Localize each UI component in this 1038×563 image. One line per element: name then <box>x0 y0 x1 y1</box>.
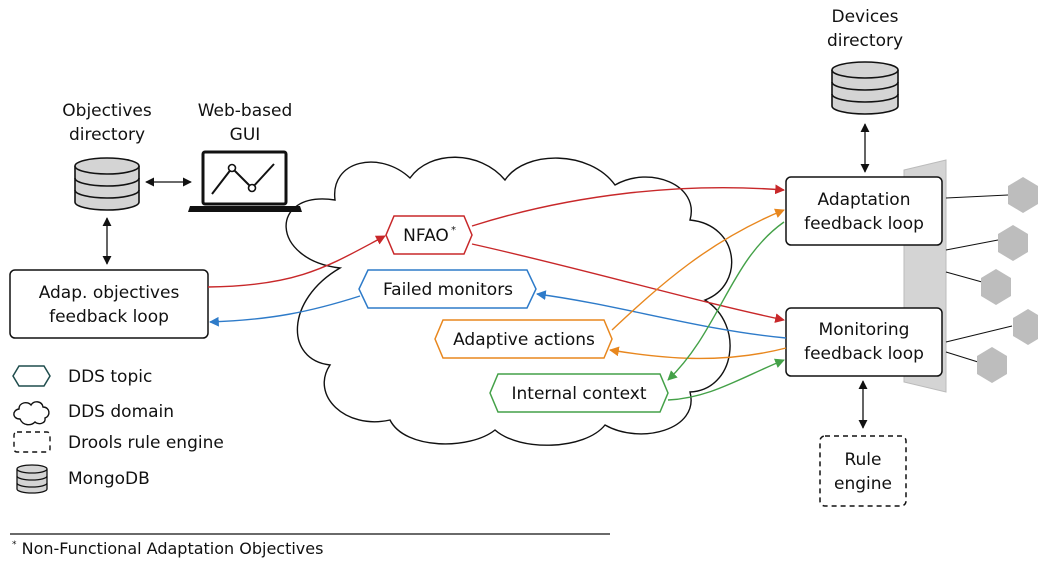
topic-adaptive-actions: Adaptive actions <box>434 319 613 359</box>
device-hexagons <box>977 177 1038 383</box>
topic-adaptive-actions-label: Adaptive actions <box>453 330 595 350</box>
dds-domain-legend-icon <box>13 401 50 426</box>
devices-directory-label-2: directory <box>827 31 903 51</box>
topic-nfao-label: NFAO <box>403 226 449 246</box>
orange-arrow-adaptive-to-adaptation <box>611 208 785 331</box>
adaptation-loop-label-2: feedback loop <box>804 214 924 234</box>
device-hexagon-icon <box>1008 177 1038 213</box>
black-connectors <box>102 123 870 429</box>
mongodb-legend-icon <box>16 464 48 494</box>
devices-directory-label-1: Devices <box>832 7 899 27</box>
blue-arrow-failed-to-adap <box>209 295 361 327</box>
topic-nfao-marker: * <box>451 225 456 236</box>
rule-engine-label-1: Rule <box>844 450 881 470</box>
red-arrow-nfao-to-monitoring <box>471 243 785 323</box>
orange-arrow-monitoring-to-adaptive <box>609 346 787 360</box>
device-hexagon-icon <box>981 269 1011 305</box>
topic-flows <box>207 184 787 401</box>
monitoring-loop-box <box>785 307 943 377</box>
adaptation-loop-box <box>785 176 943 246</box>
monitoring-loop-label-1: Monitoring <box>819 320 910 340</box>
device-hexagon-icon <box>977 347 1007 383</box>
legend-dds-topic: DDS topic <box>68 367 152 387</box>
rule-engine-label-2: engine <box>834 474 892 494</box>
footnote-text: Non-Functional Adaptation Objectives <box>21 539 324 558</box>
topic-failed-monitors: Failed monitors <box>358 269 537 309</box>
rule-engine-box <box>819 435 907 507</box>
adap-objectives-loop-label-2: feedback loop <box>49 307 169 327</box>
devices-directory-database-icon <box>831 61 899 115</box>
green-arrow-internal-to-monitoring <box>667 358 785 401</box>
legend: DDS topic DDS domain Drools rule engine … <box>12 365 224 494</box>
topic-internal-context-label: Internal context <box>512 384 647 404</box>
adap-objectives-loop-label-1: Adap. objectives <box>39 283 180 303</box>
topic-internal-context: Internal context <box>489 373 669 413</box>
footnote-marker: * <box>12 540 17 550</box>
blue-arrow-monitoring-to-failed <box>536 290 787 339</box>
laptop-chart-icon <box>188 150 302 212</box>
topic-nfao: NFAO * <box>385 215 473 255</box>
topic-failed-monitors-label: Failed monitors <box>383 280 513 300</box>
objectives-directory-label-2: directory <box>69 125 145 145</box>
drools-legend-icon <box>13 431 51 453</box>
device-hexagon-icon <box>1013 309 1038 345</box>
device-hexagon-icon <box>998 225 1028 261</box>
objectives-directory-label-1: Objectives <box>62 101 152 121</box>
adap-objectives-loop-box <box>9 269 209 339</box>
objectives-directory-database-icon <box>74 157 140 211</box>
legend-drools: Drools rule engine <box>68 433 224 453</box>
green-arrow-adaptation-to-internal <box>667 221 785 381</box>
footnote: * Non-Functional Adaptation Objectives <box>12 539 323 558</box>
dds-topic-legend-icon <box>12 365 51 387</box>
web-gui-label-2: GUI <box>230 125 261 145</box>
device-connections <box>945 194 1013 363</box>
red-arrow-to-nfao <box>207 235 386 288</box>
red-arrow-nfao-to-adaptation <box>471 184 785 227</box>
adaptation-loop-label-1: Adaptation <box>818 190 911 210</box>
web-gui-label-1: Web-based <box>198 101 293 121</box>
monitoring-loop-label-2: feedback loop <box>804 344 924 364</box>
legend-dds-domain: DDS domain <box>68 402 174 422</box>
legend-mongodb: MongoDB <box>68 469 150 489</box>
